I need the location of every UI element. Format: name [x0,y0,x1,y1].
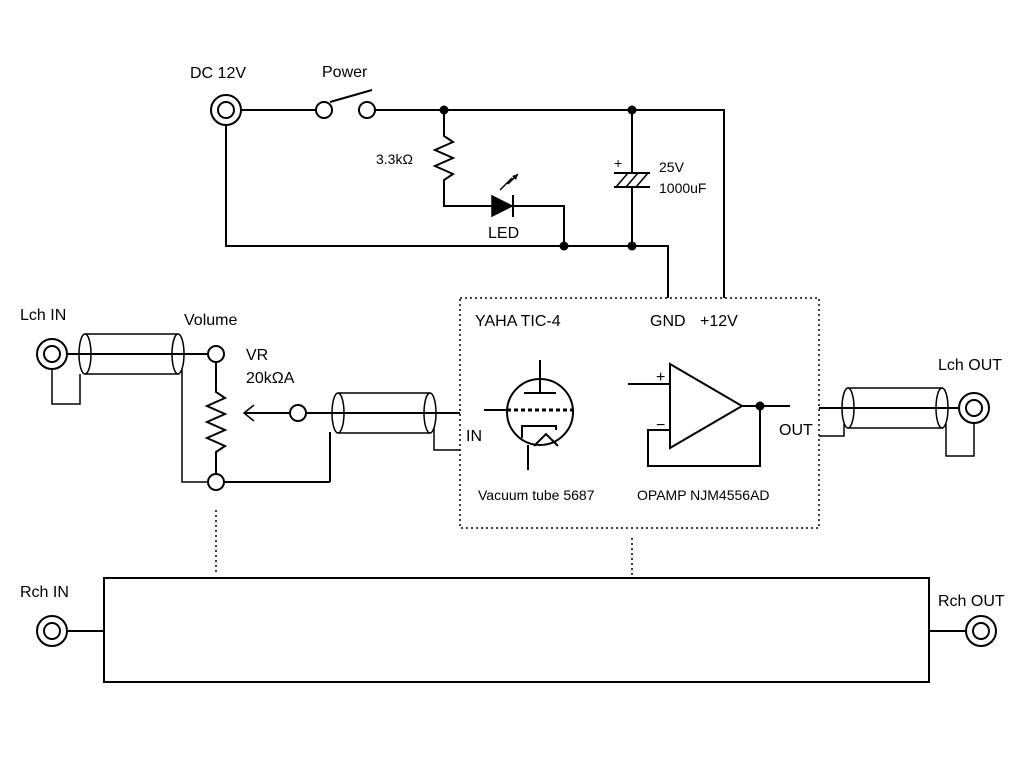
gnd-label: GND [650,313,686,330]
power-label: Power [322,64,368,81]
opamp-label: OPAMP NJM4556AD [637,487,770,503]
module-label: YAHA TIC-4 [475,313,561,330]
plus12-rail [375,109,725,298]
cap-value-label: 1000uF [659,180,706,196]
lch-out-label: Lch OUT [938,357,1002,374]
opamp-symbol: + − [628,362,790,467]
vr-label: VR [246,347,268,364]
cap-voltage-label: 25V [659,159,685,175]
volume-pot [204,345,331,491]
in-label: IN [466,428,482,445]
rch-out-jack [929,615,997,647]
rch-out-label: Rch OUT [938,593,1005,610]
rch-in-jack [36,615,104,647]
led-label: LED [488,225,519,242]
rch-block [103,577,930,683]
dc-label: DC 12V [190,65,246,82]
out-label: OUT [779,422,813,439]
lch-out-jack [958,392,990,424]
rch-in-label: Rch IN [20,584,69,601]
resistor-3k3 [432,110,492,207]
capacitor: + [614,110,650,246]
tube-label: Vacuum tube 5687 [478,487,595,503]
svg-text:−: − [656,417,665,434]
power-switch [241,89,376,119]
volume-label: Volume [184,312,237,329]
junction-dot [559,241,569,251]
shielded-cable [306,392,460,451]
vacuum-tube-symbol [484,360,574,470]
svg-text:+: + [614,155,622,171]
resistor-label: 3.3kΩ [376,151,413,167]
junction-dot [627,241,637,251]
lch-out-cable [819,387,975,457]
lch-in-label: Lch IN [20,307,66,324]
gnd-rail [225,125,669,298]
plus12-label: +12V [700,313,738,330]
svg-text:+: + [656,369,665,386]
vr-value-label: 20kΩA [246,370,295,387]
shielded-cable [78,333,208,483]
dc-jack [210,94,242,126]
led-diode [491,173,565,246]
